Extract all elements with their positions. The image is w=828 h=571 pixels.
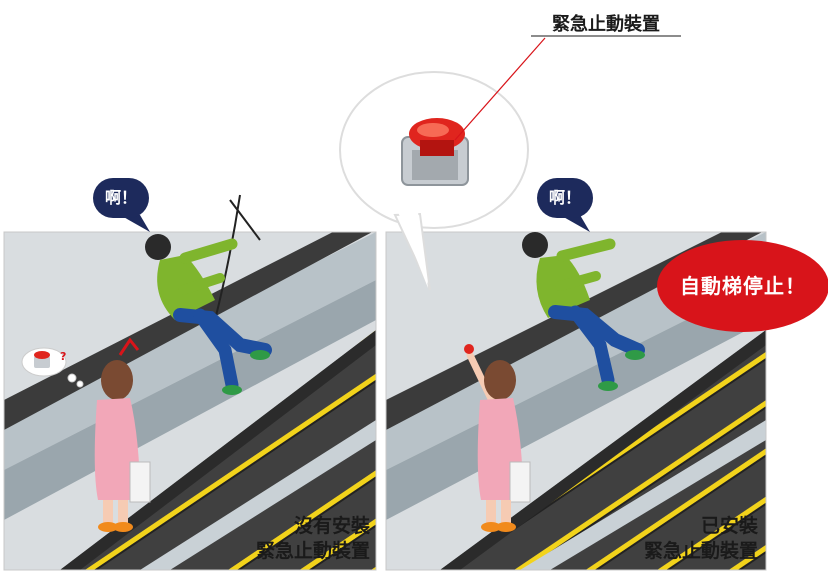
thought-bubble-left [21, 347, 84, 388]
falling-man-left [145, 194, 272, 395]
falling-man-right [522, 232, 645, 391]
woman-right [464, 344, 531, 532]
left-caption: 沒有安裝 緊急止動裝置 [200, 514, 370, 564]
woman-left [94, 337, 151, 532]
right-caption-line1: 已安裝 [700, 515, 758, 537]
escalator-stop-bubble: 自動梯停止！ [657, 240, 828, 332]
right-caption-line2: 緊急止動裝置 [643, 540, 758, 562]
callout-leader-line [454, 37, 546, 141]
speech-tail-right [560, 215, 590, 232]
device-label: 緊急止動裝置 [552, 14, 660, 35]
question-mark: ? [60, 350, 67, 363]
speech-tail-left [120, 215, 150, 232]
left-caption-line2: 緊急止動裝置 [255, 540, 370, 562]
shout-bubble-left: 啊！ [93, 178, 149, 218]
left-caption-line1: 沒有安裝 [293, 515, 370, 537]
shout-bubble-right: 啊！ [537, 178, 593, 218]
right-caption: 已安裝 緊急止動裝置 [588, 514, 758, 564]
emergency-stop-button-icon [401, 118, 469, 186]
